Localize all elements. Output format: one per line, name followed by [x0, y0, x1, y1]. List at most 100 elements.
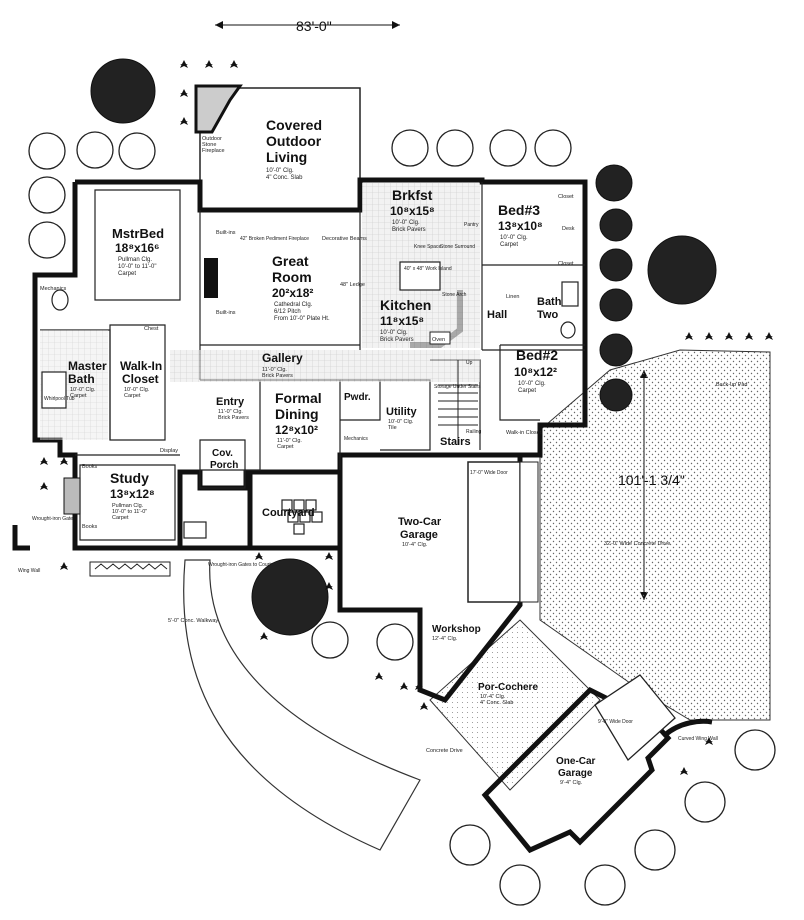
- courtyard-planters: [183, 499, 323, 539]
- kitchen-title: Kitchen: [380, 297, 431, 313]
- bed2-note-1: 10'-0" Clg.: [518, 381, 546, 387]
- chest-label: Chest: [144, 326, 159, 332]
- work-island: [399, 261, 441, 291]
- one-car-note: 9'-4" Clg.: [560, 780, 583, 786]
- bed3-size: 13⁸x10⁸: [498, 219, 543, 233]
- one-car-title-2: Garage: [558, 768, 593, 779]
- fireplace-note-3: Fireplace: [202, 148, 225, 154]
- backup-pad-label: Back-up Pad: [716, 382, 748, 388]
- study-title: Study: [110, 470, 149, 486]
- gallery-note-1: 11'-0" Clg.: [262, 367, 287, 373]
- staircase: [438, 360, 478, 445]
- closet-label-2: Closet: [558, 261, 574, 267]
- kitchen-note-1: 10'-0" Clg.: [380, 330, 408, 336]
- dining-title: Dining: [275, 406, 319, 422]
- curved-wing-wall: [663, 718, 713, 737]
- built-ins-label-2: Built-ins: [216, 310, 236, 316]
- entry-note-2: Brick Pavers: [218, 415, 249, 421]
- walkin-closet-label: Walk-in Closet: [506, 430, 542, 436]
- master-bed-note-2: 10'-0" to 11'-0": [118, 264, 156, 270]
- stone-surround-label: Stone Surround: [440, 244, 475, 250]
- stairs-title: Stairs: [440, 436, 471, 448]
- one-car-title-1: One-Car: [556, 756, 596, 767]
- brkfst-title: Brkfst: [392, 187, 433, 203]
- brkfst-size: 10⁸x15⁸: [390, 204, 435, 218]
- wrought-iron-gate-label: Wrought-iron Gate: [32, 516, 73, 522]
- depth-dimension-label: 101'-1 3/4": [618, 472, 685, 488]
- master-bath-title-1: Master: [68, 359, 107, 373]
- wing-wall-label: Wing Wall: [18, 568, 40, 574]
- master-bath-note-1: 10'-0" Clg.: [70, 387, 96, 393]
- walk-in-title-2: Closet: [122, 372, 159, 386]
- bed3-note-1: 10'-0" Clg.: [500, 235, 528, 241]
- utility-title: Utility: [386, 406, 417, 418]
- walk-in-note-1: 10'-0" Clg.: [124, 387, 150, 393]
- garage-door-extension: [519, 461, 539, 603]
- books-label-1: Books: [82, 464, 98, 470]
- island-label: 40" x 48" Work Island: [404, 266, 452, 272]
- utility-note-1: 10'-0" Clg.: [388, 419, 414, 425]
- stone-arch-label: Stone Arch: [442, 292, 467, 298]
- oven-label: Oven: [432, 337, 445, 343]
- formal-dining-size: 12⁸x10²: [275, 423, 318, 437]
- bed3-note-2: Carpet: [500, 242, 518, 248]
- small-plants: [40, 60, 773, 775]
- bed2-size: 10⁸x12²: [514, 365, 557, 379]
- walkway: [183, 559, 421, 851]
- por-cochere-title: Por-Cochere: [478, 682, 538, 693]
- beams-label: Decorative Beams: [322, 236, 367, 242]
- pantry-label: Pantry: [464, 222, 479, 228]
- outdoor-fireplace: [194, 84, 243, 134]
- pwdr-title: Pwdr.: [344, 392, 371, 403]
- entry-note-1: 11'-0" Clg.: [218, 409, 243, 415]
- door-9-label: 9'-0" Wide Door: [598, 719, 633, 725]
- por-cochere-note-2: 4" Conc. Slab: [480, 700, 513, 706]
- gallery-tile: [170, 350, 480, 382]
- kitchen-note-2: Brick Pavers: [380, 337, 414, 343]
- bath-fixtures: [41, 281, 579, 409]
- mechanics-label-2: Mechanics: [344, 436, 368, 442]
- study-note-3: Carpet: [112, 515, 129, 521]
- master-bed-size: 18⁸x16⁶: [115, 241, 160, 255]
- hall-title: Hall: [487, 309, 507, 321]
- storage-label: Storage Under Stairs: [434, 384, 481, 390]
- master-bath-title-2: Bath: [68, 372, 95, 386]
- master-bed-title: MstrBed: [112, 226, 164, 241]
- display-label: Display: [160, 448, 178, 454]
- study-note-1: Pullman Clg.: [112, 503, 144, 509]
- garage-door-17: [467, 461, 521, 603]
- concrete-drive-area: [539, 349, 771, 721]
- great-room-title-1: Great: [272, 253, 309, 269]
- walk-in-title-1: Walk-In: [120, 359, 162, 373]
- covered-note-1: 10'-0" Clg.: [266, 168, 294, 174]
- bed2-title: Bed#2: [516, 347, 558, 363]
- width-dimension: [215, 21, 400, 29]
- two-car-title-1: Two-Car: [398, 516, 442, 528]
- living-title: Living: [266, 149, 307, 165]
- ledge-label: 48" Ledge: [340, 282, 365, 288]
- brkfst-note-1: 10'-0" Clg.: [392, 220, 420, 226]
- great-room-note-1: Cathedral Clg.: [274, 302, 313, 308]
- wide-drive-label: 32'-0" Wide Concrete Drive: [604, 541, 670, 547]
- knee-space-label: Knee Space: [414, 244, 441, 250]
- curved-wing-wall-label: Curved Wing Wall: [678, 736, 718, 742]
- bath-two-title-1: Bath: [537, 296, 562, 308]
- great-room-fireplace: [204, 258, 218, 298]
- two-car-note: 10'-4" Clg.: [402, 542, 428, 548]
- linen-label: Linen: [506, 294, 519, 300]
- oven: [429, 331, 451, 345]
- master-bed-note-1: Pullman Clg.: [118, 257, 152, 263]
- closet-label-1: Closet: [558, 194, 574, 200]
- covered-note-2: 4" Conc. Slab: [266, 175, 303, 181]
- mechanics-label-1: Mechanics: [40, 286, 67, 292]
- landscaping: [28, 58, 776, 906]
- great-room-note-2: 6/12 Pitch: [274, 309, 301, 315]
- formal-dining-note-2: Carpet: [277, 444, 294, 450]
- built-ins-label: Built-ins: [216, 230, 236, 236]
- master-bed-note-3: Carpet: [118, 271, 136, 277]
- two-car-garage-floor: [345, 458, 465, 606]
- up-label: Up: [466, 360, 473, 366]
- study-note-2: 10'-0" to 11'-0": [112, 509, 147, 515]
